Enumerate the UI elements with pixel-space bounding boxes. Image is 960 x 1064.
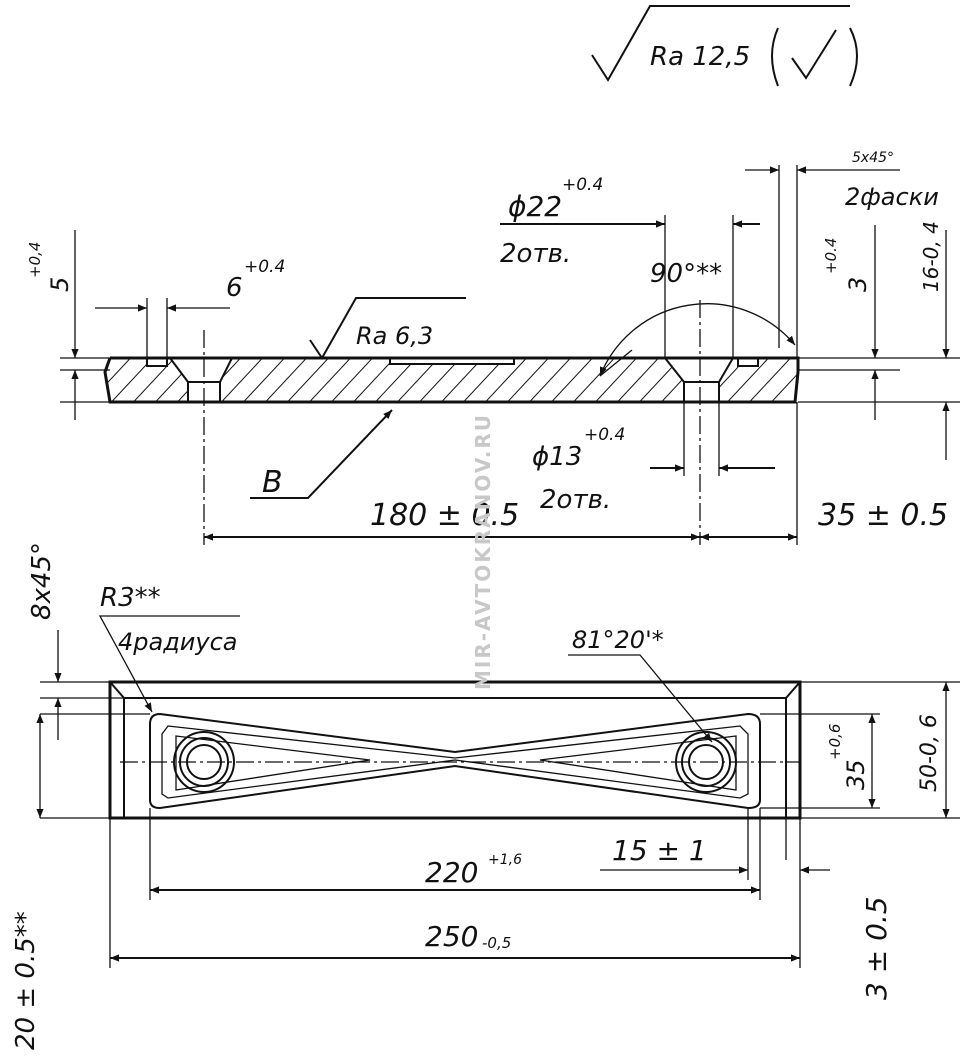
dim-d22-note: 2отв. xyxy=(500,239,571,269)
hatch-line xyxy=(499,358,557,402)
dim-5-value: 5 xyxy=(46,277,74,292)
dim-35-plan-value: 35 xyxy=(842,759,870,790)
dim-180-35: 180 ± 0.5 35 ± 0.5 xyxy=(204,402,948,545)
general-roughness-symbol: Ra 12,5 xyxy=(591,5,858,87)
watermark: MIR-AVTOKRANOV.RU xyxy=(471,413,495,690)
dim-d13-note: 2отв. xyxy=(540,485,611,515)
dim-r3-note: 4радиуса xyxy=(118,628,238,656)
dim-15: 15 ± 1 xyxy=(600,808,830,880)
dim-3-right: 3 +0.4 xyxy=(822,225,879,420)
hatch-line xyxy=(213,358,271,402)
dim-d22-value: ϕ22 xyxy=(508,190,562,223)
hatch-line xyxy=(235,358,293,402)
hatch-line xyxy=(323,358,381,402)
dim-15-value: 15 ± 1 xyxy=(612,834,707,867)
hatch-line xyxy=(279,358,337,402)
hatch-line xyxy=(105,358,139,402)
dim-d13: ϕ13 +0.4 2отв. xyxy=(532,402,775,515)
dim-90-angle: 90°** xyxy=(599,259,796,377)
dim-250-tol: -0,5 xyxy=(482,934,511,952)
hatch-line xyxy=(830,350,886,410)
hatch-line xyxy=(301,358,359,402)
dim-r3-value: R3** xyxy=(100,583,161,613)
dim-chamfer: 5x45° 2фаски xyxy=(745,150,939,358)
dim-chamfer-value: 5x45° xyxy=(852,150,894,166)
dim-220-value: 220 xyxy=(425,856,478,889)
dim-90-value: 90°** xyxy=(650,259,722,289)
dim-8x45: 8x45° xyxy=(27,542,124,740)
dim-250-value: 250 xyxy=(425,920,478,953)
dim-50-plan: 50-0, 6 xyxy=(800,681,960,819)
dim-d22-tol: +0.4 xyxy=(562,175,603,195)
dim-220: 220 +1,6 xyxy=(149,808,761,900)
dim-220-tol: +1,6 xyxy=(488,852,522,868)
dim-d22: ϕ22 +0.4 2отв. xyxy=(500,175,760,358)
dim-250: 250 -0,5 xyxy=(109,818,801,968)
dim-35-value: 35 ± 0.5 xyxy=(818,498,948,533)
dim-3-right-value: 3 xyxy=(844,277,872,292)
dim-35-plan-tol: +0,6 xyxy=(826,724,844,760)
dim-16-value: 16-0, 4 xyxy=(919,221,943,292)
dim-6: 6 +0.4 xyxy=(95,257,285,358)
dim-20-value: 20 ± 0.5** xyxy=(11,911,41,1050)
dim-d13-tol: +0.4 xyxy=(584,425,625,445)
hatch-line xyxy=(763,358,798,402)
hatch-line xyxy=(477,358,535,402)
dim-6-tol: +0.4 xyxy=(244,257,285,277)
dim-d13-value: ϕ13 xyxy=(532,442,582,472)
dim-3-plan-value: 3 ± 0.5 xyxy=(860,896,893,1000)
dim-81-angle: 81°20'* xyxy=(568,626,713,743)
plan-view xyxy=(108,680,802,820)
dim-chamfer-note: 2фаски xyxy=(845,183,939,211)
dim-3-plan: 3 ± 0.5 xyxy=(785,818,893,1000)
hatch-line xyxy=(257,358,315,402)
dim-81-value: 81°20'* xyxy=(572,626,664,654)
hatch-line xyxy=(543,358,601,402)
hatch-line xyxy=(808,350,864,410)
dim-50-plan-value: 50-0, 6 xyxy=(917,714,942,792)
general-roughness-label: Ra 12,5 xyxy=(650,42,750,72)
dim-5-tol: +0,4 xyxy=(26,242,44,278)
dim-3-right-tol: +0.4 xyxy=(822,238,840,274)
dim-35-plan: 35 +0,6 xyxy=(760,713,880,809)
hatch-line xyxy=(521,358,579,402)
dim-r3: R3** 4радиуса xyxy=(98,583,240,713)
dim-16: 16-0, 4 xyxy=(919,221,950,460)
surface-roughness-symbol: Ra 6,3 xyxy=(309,297,466,360)
view-b-label: B xyxy=(262,465,283,500)
hatch-line xyxy=(852,350,908,410)
dim-8x45-value: 8x45° xyxy=(27,542,57,620)
dim-180-value: 180 ± 0.5 xyxy=(370,498,519,533)
surface-roughness-label: Ra 6,3 xyxy=(356,322,433,350)
view-b-leader: B xyxy=(250,409,393,500)
dim-20: 20 ± 0.5** xyxy=(11,713,150,1050)
dim-6-value: 6 xyxy=(226,273,243,303)
dim-5: 5 +0,4 xyxy=(26,230,79,420)
